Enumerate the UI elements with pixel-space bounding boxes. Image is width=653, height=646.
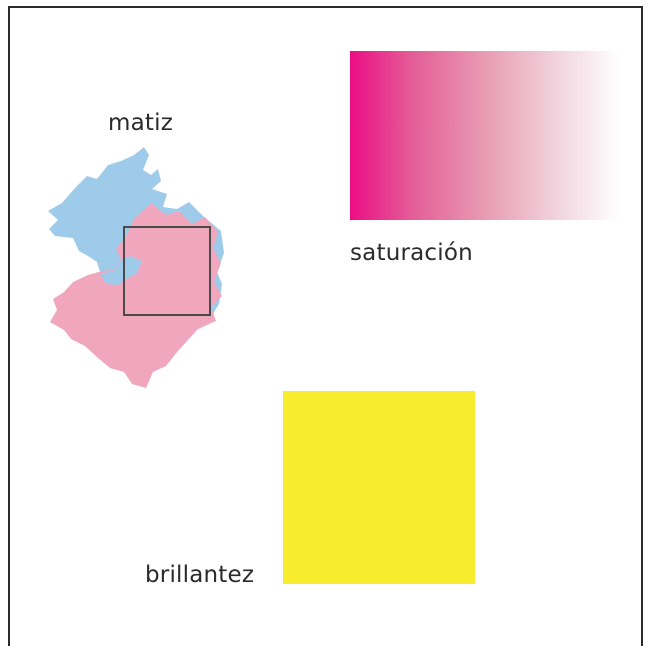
brightness-yellow-square xyxy=(283,391,475,584)
hue-brush-stroke-illustration xyxy=(40,145,240,395)
hue-label: matiz xyxy=(108,112,173,135)
brightness-label: brillantez xyxy=(145,564,254,587)
saturation-gradient xyxy=(350,51,620,220)
saturation-label: saturación xyxy=(350,242,473,265)
